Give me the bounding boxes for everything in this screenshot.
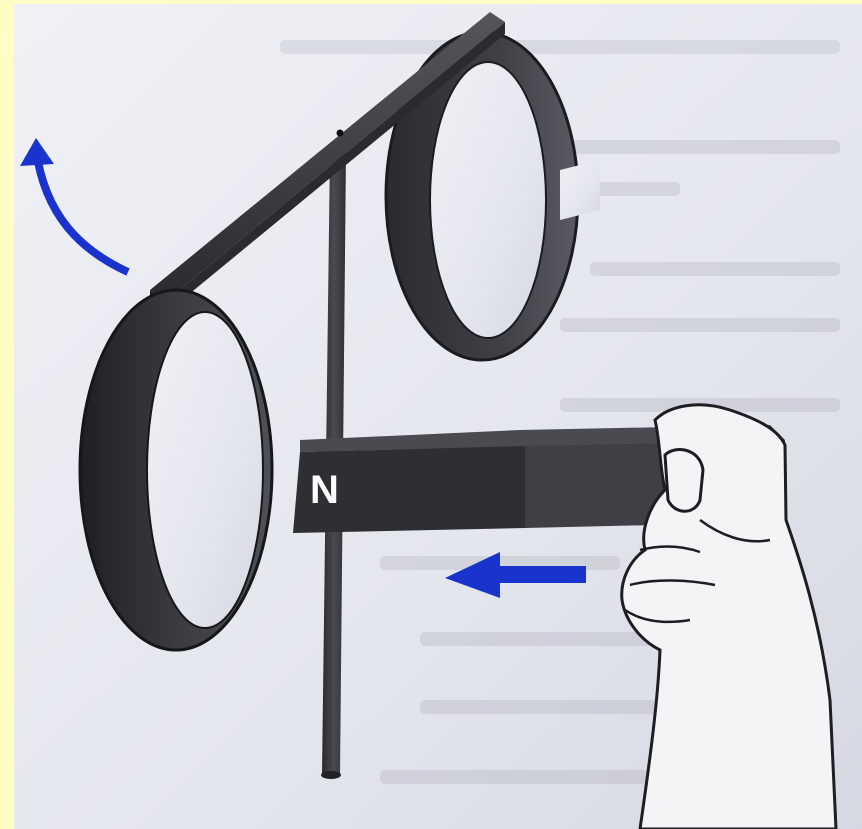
ring-motion-arrowhead (20, 138, 54, 166)
magnet-motion-arrow (445, 552, 586, 598)
ring-motion-arrow (32, 149, 130, 276)
hand (620, 403, 838, 829)
bleed-through-text (280, 40, 840, 784)
left-ring (78, 288, 274, 652)
north-pole-label: N (310, 468, 339, 512)
right-ring-gap (560, 160, 600, 220)
right-ring (384, 30, 580, 362)
support-rod-base (321, 771, 341, 779)
magnet-north-half (293, 446, 525, 533)
thumb (663, 448, 705, 513)
